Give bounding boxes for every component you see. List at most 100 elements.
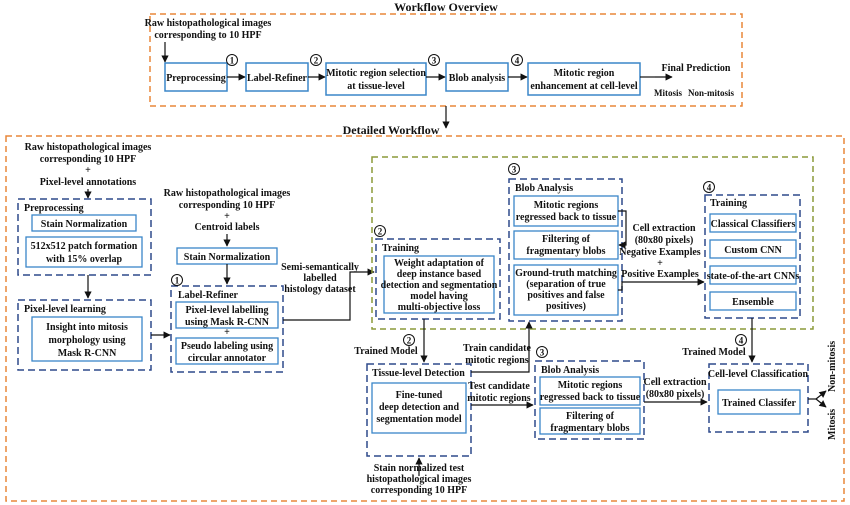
blob-top-num: 3 xyxy=(512,165,517,175)
refiner-to-training-arrow xyxy=(283,268,375,321)
overview-blob-label: Blob analysis xyxy=(449,73,506,84)
regressed-top-box xyxy=(513,195,619,227)
stain-test-line2: histopathological images xyxy=(367,474,472,485)
tissue-detection-badge xyxy=(403,334,415,346)
gt-line4: positives) xyxy=(546,301,586,312)
cell-classification-title: Cell-level Classification xyxy=(708,369,809,380)
blob-top-group xyxy=(508,178,623,322)
raw-input-line2: corresponding 10 HPF xyxy=(40,154,136,165)
label-refiner-group xyxy=(170,285,284,373)
raw-input-plus: + xyxy=(85,165,91,176)
overview-title: Workflow Overview xyxy=(394,0,498,14)
filtering-top-line1: Filtering of xyxy=(542,234,591,245)
negative-examples: Negative Examples xyxy=(619,247,700,258)
patch-formation-line2: with 15% overlap xyxy=(46,254,123,265)
training-right-num: 4 xyxy=(707,183,712,193)
cell-extraction-bottom-line2: (80x80 pixels) xyxy=(646,389,705,400)
trained-model-right: Trained Model xyxy=(682,347,746,358)
regressed-top-line2: regressed back to tissue xyxy=(516,212,617,223)
stain-normalization-box xyxy=(31,214,137,232)
trained-model-left: Trained Model xyxy=(354,346,418,357)
overview-step-2-badge xyxy=(310,54,322,66)
blob-bottom-title: Blob Analysis xyxy=(541,365,599,376)
stain-normalization2-label: Stain Normalization xyxy=(184,252,271,263)
overview-mitosis: Mitosis xyxy=(654,88,682,98)
overview-mitotic-selection-line2: at tissue-level xyxy=(347,81,405,92)
raw-input2-line2: corresponding 10 HPF xyxy=(179,200,275,211)
training-top-group xyxy=(375,238,501,320)
output-mitosis-arrow xyxy=(815,398,827,408)
gt-to-training-arrow xyxy=(618,278,705,291)
gt-line2: (separation of true xyxy=(526,279,606,290)
examples-plus: + xyxy=(657,258,663,269)
insight-line2: morphology using xyxy=(49,335,126,346)
insight-box xyxy=(31,316,143,362)
overview-final-prediction: Final Prediction xyxy=(662,63,731,74)
finetuned-line3: segmentation model xyxy=(376,414,461,425)
raw-input-line1: Raw histopathological images xyxy=(25,142,152,153)
overview-mitotic-selection-box xyxy=(325,62,427,96)
pixel-labelling-line2: using Mask R-CNN xyxy=(185,317,270,328)
overview-enhancement-line1: Mitotic region xyxy=(554,68,615,79)
train-candidate-line2: mitotic regions xyxy=(465,355,529,366)
train-candidate-line1: Train candidate xyxy=(463,343,531,354)
training-top-badge xyxy=(374,225,386,237)
tissue-detection-group xyxy=(366,363,472,457)
label-refiner-badge xyxy=(171,274,183,286)
pseudo-labeling-line2: circular annotator xyxy=(188,353,267,364)
semi-line3: histology dataset xyxy=(284,284,356,295)
raw-input2-plus: + xyxy=(224,211,230,222)
filtering-bottom-box xyxy=(539,407,641,435)
cell-classification-badge xyxy=(735,334,747,346)
overview-enhancement-box xyxy=(527,62,641,96)
pixel-annotations: Pixel-level annotations xyxy=(40,177,136,188)
regressed-bottom-line1: Mitotic regions xyxy=(558,380,623,391)
blob-top-badge xyxy=(508,163,520,175)
cell-classification-group xyxy=(708,363,809,433)
weight-adaptation-box xyxy=(383,255,495,314)
overview-blob-box xyxy=(445,62,509,92)
ensemble-box xyxy=(709,291,797,311)
sota-cnns-box xyxy=(709,265,797,285)
ensemble-label: Ensemble xyxy=(732,297,774,308)
patch-formation-line1: 512x512 patch formation xyxy=(31,241,138,252)
blob-bottom-group xyxy=(534,360,645,440)
weight-line3: detection and segmentation xyxy=(381,280,498,291)
overview-non-mitosis: Non-mitosis xyxy=(688,88,734,98)
custom-cnn-box xyxy=(709,239,797,259)
insight-line1: Insight into mitosis xyxy=(46,322,128,333)
non-mitosis-output: Non-mitosis xyxy=(827,341,838,392)
gt-line3: positives and false xyxy=(527,290,605,301)
cell-classification-num: 4 xyxy=(739,336,744,346)
overview-mitotic-selection-line1: Mitotic region selection xyxy=(326,68,426,79)
stain-test-line1: Stain normalized test xyxy=(374,463,465,474)
preprocessing-title: Preprocessing xyxy=(24,203,84,214)
stain-test-line3: corresponding 10 HPF xyxy=(371,485,467,496)
regressed-bottom-line2: regressed back to tissue xyxy=(540,392,641,403)
overview-input-line2: corresponding to 10 HPF xyxy=(154,30,261,41)
detection-to-blob-top-arrow xyxy=(471,321,533,373)
sota-cnns-label: state-of-the-art CNNs xyxy=(707,271,800,282)
training-top-num: 2 xyxy=(378,227,383,237)
gt-matching-box xyxy=(513,264,619,316)
label-refiner-num: 1 xyxy=(175,276,180,286)
cell-extraction-top-line1: Cell extraction xyxy=(632,223,695,234)
patch-formation-box xyxy=(25,236,143,268)
training-right-title: Training xyxy=(710,198,747,209)
pseudo-labeling-line1: Pseudo labeling using xyxy=(181,341,273,352)
blob-bottom-badge xyxy=(536,346,548,358)
pixel-labelling-line1: Pixel-level labelling xyxy=(185,305,268,316)
semi-line2: labelled xyxy=(303,273,337,284)
training-right-badge xyxy=(703,181,715,193)
semi-line1: Semi-semantically xyxy=(281,262,359,273)
weight-line5: multi-objective loss xyxy=(398,302,481,313)
raw-input2-line1: Raw histopathological images xyxy=(164,188,291,199)
preprocessing-group xyxy=(17,198,152,276)
stain-normalization-label: Stain Normalization xyxy=(41,219,128,230)
positive-examples: Positive Examples xyxy=(621,269,699,280)
tissue-detection-title: Tissue-level Detection xyxy=(372,368,465,379)
pixel-learning-title: Pixel-level learning xyxy=(24,304,106,315)
trained-classifier-box xyxy=(717,389,801,415)
overview-enhancement-line2: enhancement at cell-level xyxy=(530,81,637,92)
